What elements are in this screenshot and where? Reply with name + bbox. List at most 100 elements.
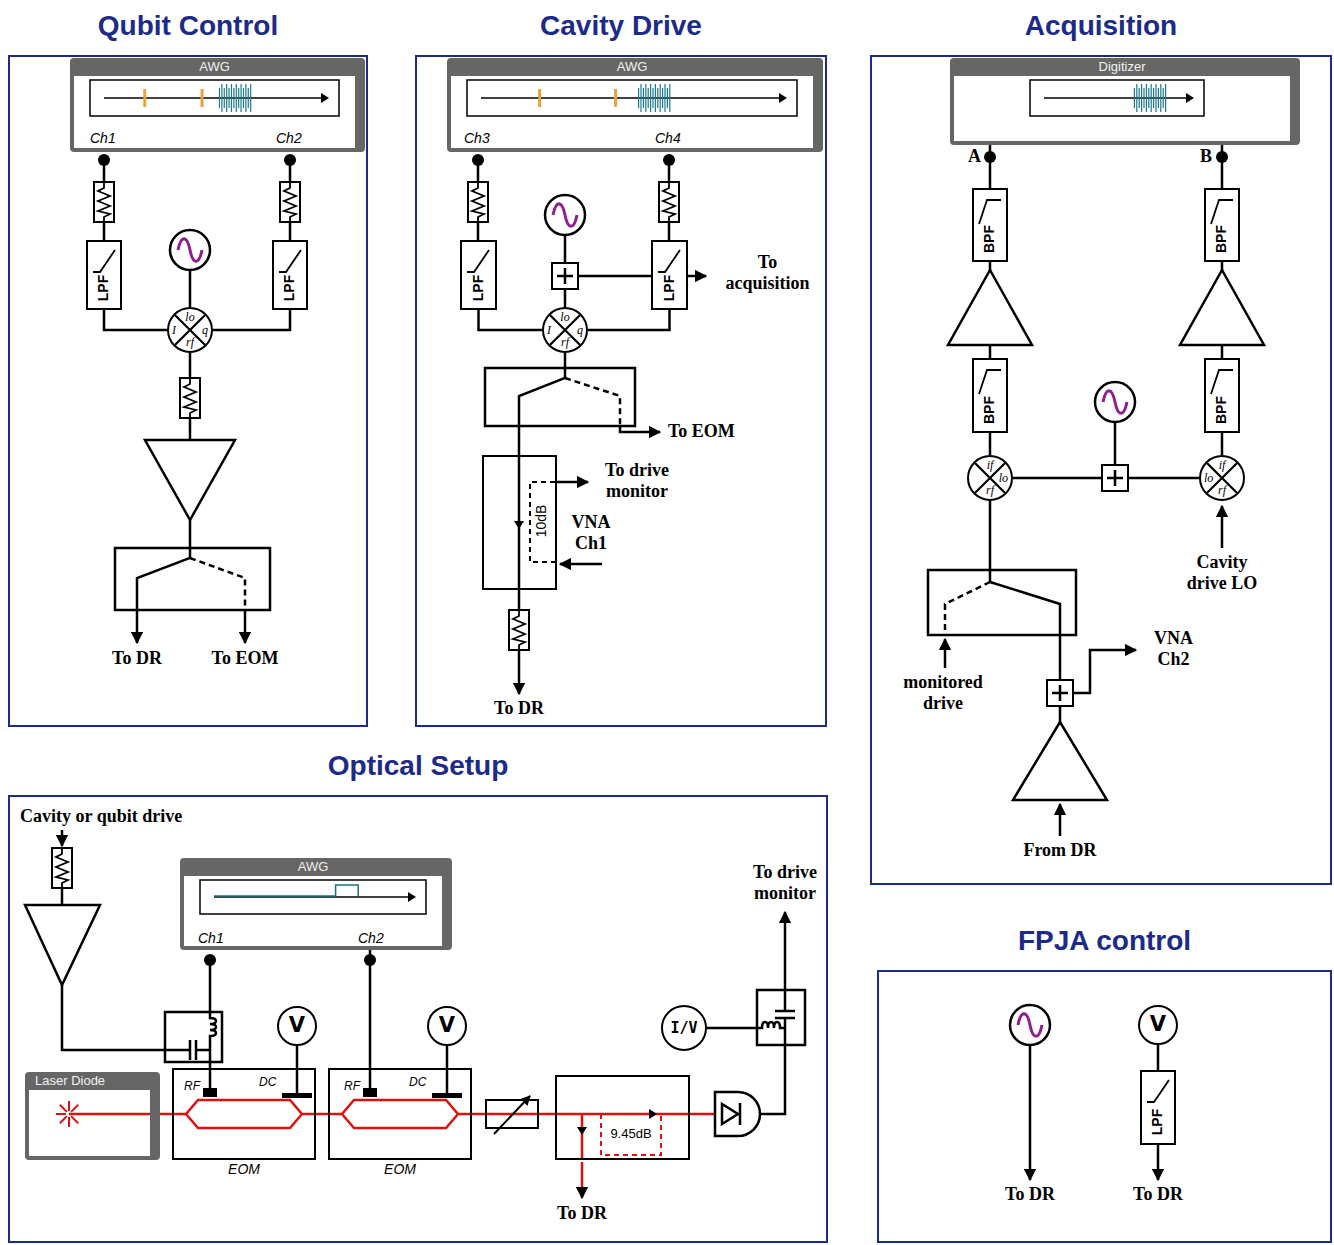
symbol-stroke	[93, 250, 115, 272]
bias-tee	[165, 1012, 216, 1062]
electro-optic-modulator: RFDCEOM	[172, 1068, 316, 1160]
symbol-stroke	[645, 84, 646, 112]
component-label: LPF	[662, 275, 677, 301]
wire	[244, 610, 247, 643]
symbol-stroke	[514, 521, 524, 529]
mixer: iflorf	[1199, 455, 1245, 501]
symbol-stroke	[643, 88, 644, 108]
component-label: V	[429, 1014, 465, 1037]
optical-coupler: 9.45dB	[555, 1075, 690, 1160]
photodiode	[722, 1103, 740, 1125]
signal-label: To DR	[479, 698, 559, 719]
wire	[519, 368, 565, 455]
directional-coupler: 10dB	[482, 455, 557, 590]
symbol-stroke	[90, 80, 339, 116]
attenuator-symbol	[468, 182, 488, 222]
signal-label: To EOM	[668, 421, 735, 442]
symbol-stroke	[282, 1093, 312, 1098]
symbol-stroke	[1165, 84, 1166, 112]
component-label: BPF	[982, 396, 997, 424]
awg-instrument: AWG	[447, 58, 823, 152]
wire	[557, 481, 588, 484]
signal-label: To drive monitor	[745, 862, 825, 903]
component-label: BPF	[1214, 225, 1229, 253]
component-label: rf	[986, 484, 994, 496]
channel-label: Ch3	[464, 130, 490, 146]
component-label: LPF	[1150, 1108, 1165, 1134]
component-label: lo	[560, 311, 569, 323]
symbol-stroke	[601, 1114, 661, 1155]
attenuator-symbol	[659, 182, 679, 222]
symbol-stroke	[979, 200, 1001, 224]
signal-wire	[316, 1113, 328, 1116]
symbol-stroke	[60, 1116, 67, 1123]
symbol-stroke	[214, 885, 358, 896]
signal-label: Cavity drive LO	[1182, 552, 1262, 593]
voltage-source: V	[427, 1006, 467, 1046]
variable-attenuator	[494, 1096, 530, 1134]
signal-label: To DR	[990, 1184, 1070, 1205]
wire	[1073, 650, 1136, 693]
dashed-wire	[945, 582, 990, 635]
signal-wire	[369, 950, 372, 1068]
signal-label: monitored drive	[893, 672, 993, 713]
component-label: V	[279, 1014, 315, 1037]
component-label: 10dB	[534, 505, 549, 538]
symbol-stroke	[370, 1070, 447, 1094]
symbol-stroke	[71, 1105, 78, 1112]
attenuator-symbol	[180, 378, 200, 418]
channel-dot	[98, 154, 110, 166]
symbol-stroke	[467, 250, 489, 272]
wire	[560, 563, 602, 566]
laser-diode: Laser Diode	[25, 1072, 160, 1160]
amplifier-symbol	[1180, 270, 1264, 345]
channel-label: Ch2	[358, 930, 384, 946]
symbol-stroke	[1148, 88, 1149, 108]
symbol-stroke	[779, 93, 787, 103]
symbol-stroke	[650, 84, 651, 112]
component-label: DC	[259, 1076, 276, 1089]
signal-label: From DR	[1015, 840, 1105, 861]
low-pass-filter: LPF	[1140, 1070, 1176, 1145]
power-splitter	[552, 263, 1128, 706]
symbol-stroke	[69, 1113, 150, 1116]
symbol-stroke	[660, 84, 661, 112]
symbol-stroke	[1163, 88, 1164, 108]
symbol-stroke	[1030, 80, 1204, 116]
component-label: if	[1219, 459, 1226, 471]
signal-source	[170, 230, 210, 270]
symbol-stroke	[657, 88, 658, 108]
wire	[62, 160, 1222, 1180]
signal-wire	[1157, 1045, 1160, 1070]
signal-source	[170, 195, 1135, 1045]
symbol-art	[74, 76, 355, 148]
channel-label: Ch4	[655, 130, 681, 146]
component-label: I	[172, 324, 176, 336]
symbol-stroke	[1134, 88, 1135, 108]
channel-dot	[663, 154, 675, 166]
symbol-stroke	[221, 84, 222, 112]
iq-mixer: Iloqrf	[542, 307, 588, 353]
component-label: Digitizer	[954, 58, 1290, 76]
symbol-art	[557, 1077, 688, 1158]
symbol-stroke	[68, 1117, 70, 1127]
channel-dot	[204, 954, 216, 966]
power-splitter	[552, 263, 578, 289]
symbol-stroke	[145, 89, 202, 107]
signal-wire	[1221, 433, 1224, 455]
symbol-stroke	[236, 84, 237, 112]
symbol-stroke	[200, 880, 426, 914]
photodiode	[715, 1092, 760, 1136]
component-label: BPF	[1214, 396, 1229, 424]
symbol-stroke	[226, 84, 227, 112]
symbol-stroke	[664, 84, 665, 112]
symbol-art	[29, 1090, 150, 1156]
component-label: 9.45dB	[603, 1127, 659, 1141]
signal-wire	[104, 310, 167, 330]
symbol-stroke	[481, 97, 781, 99]
symbol-stroke	[1141, 84, 1142, 112]
voltage-source: V	[1138, 1005, 1178, 1045]
symbol-stroke	[1186, 93, 1194, 103]
optical-fiber	[581, 1162, 584, 1198]
amplifier-symbol	[145, 440, 235, 520]
